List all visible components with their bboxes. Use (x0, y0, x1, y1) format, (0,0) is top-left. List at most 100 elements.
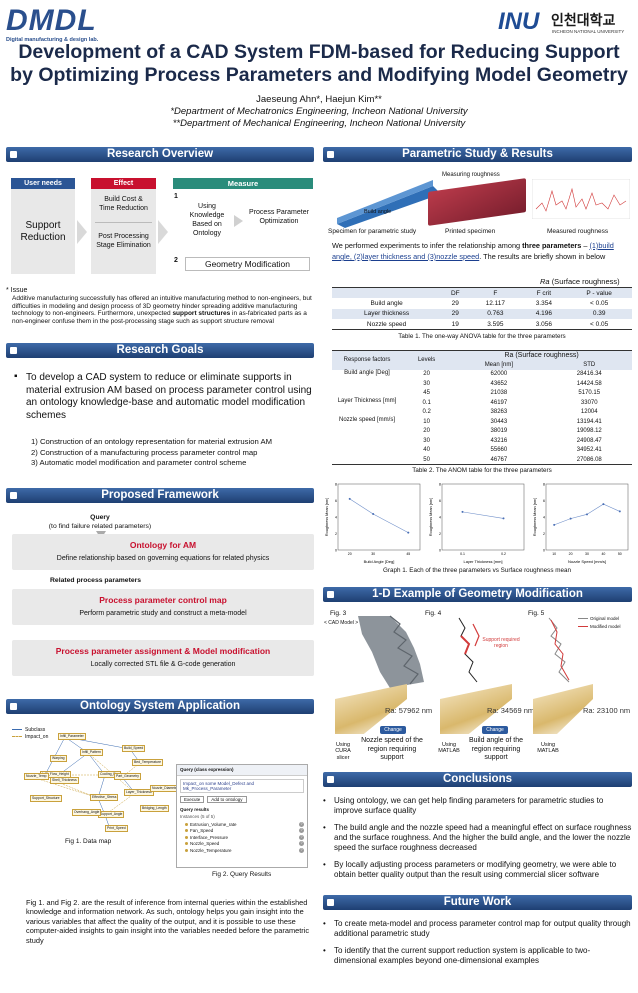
issue-body: Additive manufacturing successfully has … (12, 294, 312, 318)
graph1-caption: Graph 1. Each of the three parameters vs… (383, 567, 571, 574)
arrow-1 (77, 220, 87, 244)
university-logo: INU 인천대학교 INCHEON NATIONAL UNIVERSITY (498, 8, 633, 38)
ra-symbol: Ra (540, 277, 550, 286)
anova-cell: 3.354 (535, 299, 552, 307)
data-point (553, 523, 556, 526)
ppc-box-title: Process parameter control map (99, 595, 227, 605)
info-icon[interactable]: ? (299, 847, 304, 853)
data-point (461, 510, 464, 513)
info-icon[interactable]: ? (299, 828, 304, 834)
legend-subclass-text: Subclass (25, 727, 46, 733)
dmdl-logo-text: DMDL (6, 4, 97, 37)
data-map-node: Build_Speed (122, 745, 146, 752)
univ-kor: 인천대학교 (551, 12, 616, 28)
query-add-button[interactable]: Add to ontology (207, 795, 247, 803)
ra-value-3-text: Ra: 23100 nm (583, 706, 631, 715)
data-point (602, 503, 605, 506)
info-icon[interactable]: ? (299, 841, 304, 847)
legend-original: Original model (578, 616, 619, 621)
query-result-item[interactable]: Fan_Speed? (185, 828, 304, 835)
conclusion-bullet-2: • (323, 823, 326, 832)
specimen-illustration (337, 180, 441, 228)
future-text-2: To identify that the current support red… (334, 946, 591, 965)
query-execute-button[interactable]: Execute (180, 795, 205, 803)
support-region-figure (458, 617, 480, 683)
affiliation-1: *Department of Mechatronics Engineering,… (170, 106, 468, 117)
ppa-box-title: Process parameter assignment & Model mod… (55, 646, 271, 656)
future-bullet-2: • (323, 946, 326, 955)
univ-mark: INU (498, 8, 540, 35)
ontology-box-title: Ontology for AM (129, 540, 197, 550)
need-support-reduction: Support Reduction (20, 219, 66, 243)
measured-roughness-plot (532, 179, 630, 219)
query-result-item[interactable]: Nozzle_Speed? (185, 841, 304, 848)
anom-cell: STD (583, 361, 596, 368)
query-result-item[interactable]: Nozzle_Temperature? (185, 847, 304, 854)
poster-title: Development of a CAD System FDM-based fo… (0, 41, 638, 87)
issue-tail: in as-fabricated parts as a non-engineer… (12, 310, 307, 326)
ra-value-1: Ra: 57962 nm (385, 706, 432, 715)
data-map-node: Overhang_Angle (72, 809, 102, 816)
anom-cell: 20 (423, 428, 430, 435)
query-result-item[interactable]: Extrusion_Volume_rate? (185, 821, 304, 828)
ontology-box: Ontology for AM Define relationship base… (12, 534, 314, 570)
legend-modified-text: Modified model (590, 624, 621, 629)
y-tick-label: 2 (335, 532, 337, 536)
anom-cell: 10 (423, 418, 430, 425)
query-result-item[interactable]: Interface_Pressure? (185, 834, 304, 841)
section-research-overview: Research Overview (6, 147, 314, 162)
info-icon[interactable]: ? (299, 821, 304, 827)
data-point (372, 512, 375, 515)
using-cura: Using CURA slicer (335, 742, 351, 761)
anom-cell: 30 (423, 380, 430, 387)
user-needs-tab: User needs (11, 178, 75, 189)
goals-bullet: ▪ (14, 371, 18, 382)
anova-cell: 29 (451, 310, 459, 318)
title-line2: by Optimizing Process Parameters and Mod… (10, 64, 628, 86)
anom-cell: Ra (Surface roughness) (504, 352, 579, 359)
legend-subclass-line (12, 729, 22, 731)
y-tick-label: 8 (439, 483, 441, 487)
intro-d: (1)build angle, (2)layer thickness and (… (332, 241, 614, 261)
table2-caption: Table 2. The ANOM table for the three pa… (412, 467, 552, 474)
anom-cell: 27086.08 (576, 456, 602, 463)
anova-cell: Layer thickness (364, 310, 410, 318)
data-point (569, 517, 572, 520)
step-build-angle: Build angle of the region requiring supp… (468, 737, 524, 761)
intro-e: . The results are briefly shown in below (479, 252, 606, 261)
build-angle-caption: Build angle (364, 209, 392, 215)
info-icon[interactable]: ? (299, 834, 304, 840)
x-axis-label: Layer Thickness [mm] (463, 559, 502, 564)
section-parametric-study: Parametric Study & Results (323, 147, 632, 162)
data-point (586, 513, 588, 516)
section-ontology-application: Ontology System Application (6, 699, 314, 714)
data-point (618, 510, 621, 513)
query-actions: Execute Add to ontology (180, 795, 304, 803)
anom-cell: 24908.47 (576, 437, 602, 444)
anom-cell: 14424.58 (576, 380, 602, 387)
anom-cell: 20 (423, 371, 430, 378)
y-tick-label: 6 (543, 499, 545, 503)
anova-cell: < 0.05 (590, 320, 609, 328)
fig3-label: Fig. 3 (330, 610, 347, 617)
x-axis-label: Nozzle Speed [mm/s] (568, 559, 606, 564)
section-proposed-framework: Proposed Framework (6, 488, 314, 503)
arrow-2 (158, 220, 168, 244)
data-map-node: Effective_Stress (90, 794, 119, 801)
query-result-text: Extrusion_Volume_rate (185, 822, 237, 828)
anom-cell: 40 (423, 447, 430, 454)
legend-modified: Modified model (578, 624, 621, 629)
issue-text: * Issue Additive manufacturing successfu… (6, 287, 314, 326)
anom-cell: 55660 (490, 447, 508, 454)
anova-header-cell: DF (450, 289, 460, 297)
anova-cell: Nozzle speed (366, 320, 407, 328)
using-matlab-1: Using MATLAB (438, 742, 460, 755)
cad-label: < CAD Model > (324, 620, 359, 626)
anom-subheader-row: Mean [nm]STD (332, 360, 632, 370)
